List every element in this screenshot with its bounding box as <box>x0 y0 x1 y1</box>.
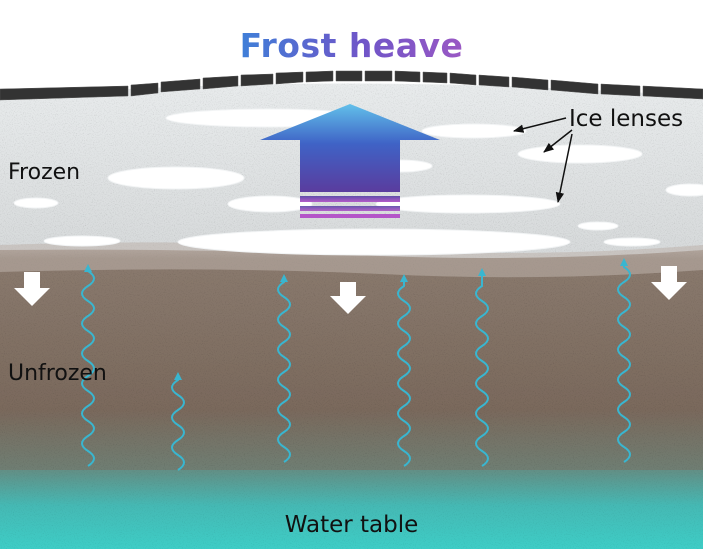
diagram-title: Frost heave <box>239 26 464 65</box>
ice-lens <box>227 195 313 213</box>
wavy-arrow-icon <box>81 264 95 467</box>
surface-crust <box>0 70 703 101</box>
wavy-arrow-icon <box>277 274 291 463</box>
wavy-arrow-icon <box>475 268 489 467</box>
wavy-arrow-icon <box>617 258 631 463</box>
unfrozen-label: Unfrozen <box>8 361 107 386</box>
down-arrow-icon <box>330 282 366 314</box>
ice-lens <box>107 166 245 190</box>
down-arrow-icon <box>651 266 687 300</box>
ice-lens <box>665 183 703 197</box>
water-table-label: Water table <box>284 512 419 538</box>
ice-lens <box>421 123 527 139</box>
ice-lens <box>517 144 643 164</box>
ice-lens <box>177 228 571 256</box>
ice-lenses-label: Ice lenses <box>569 106 684 132</box>
wavy-arrow-icon <box>397 274 411 467</box>
ice-lens <box>603 237 661 247</box>
water-migration-arrows <box>81 258 631 471</box>
ice-lens <box>577 221 619 231</box>
freezing-front <box>0 242 703 278</box>
down-arrow-icon <box>14 272 50 306</box>
frozen-label: Frozen <box>8 160 81 185</box>
water-table-zone <box>0 470 703 549</box>
ice-lens <box>375 194 561 214</box>
heave-arrow-icon <box>260 104 440 218</box>
ice-lens <box>13 197 59 209</box>
freeze-front-arrows <box>14 266 687 314</box>
wavy-arrow-icon <box>171 372 185 471</box>
ice-lens <box>43 235 121 247</box>
ice-lens-pointers <box>512 117 573 204</box>
